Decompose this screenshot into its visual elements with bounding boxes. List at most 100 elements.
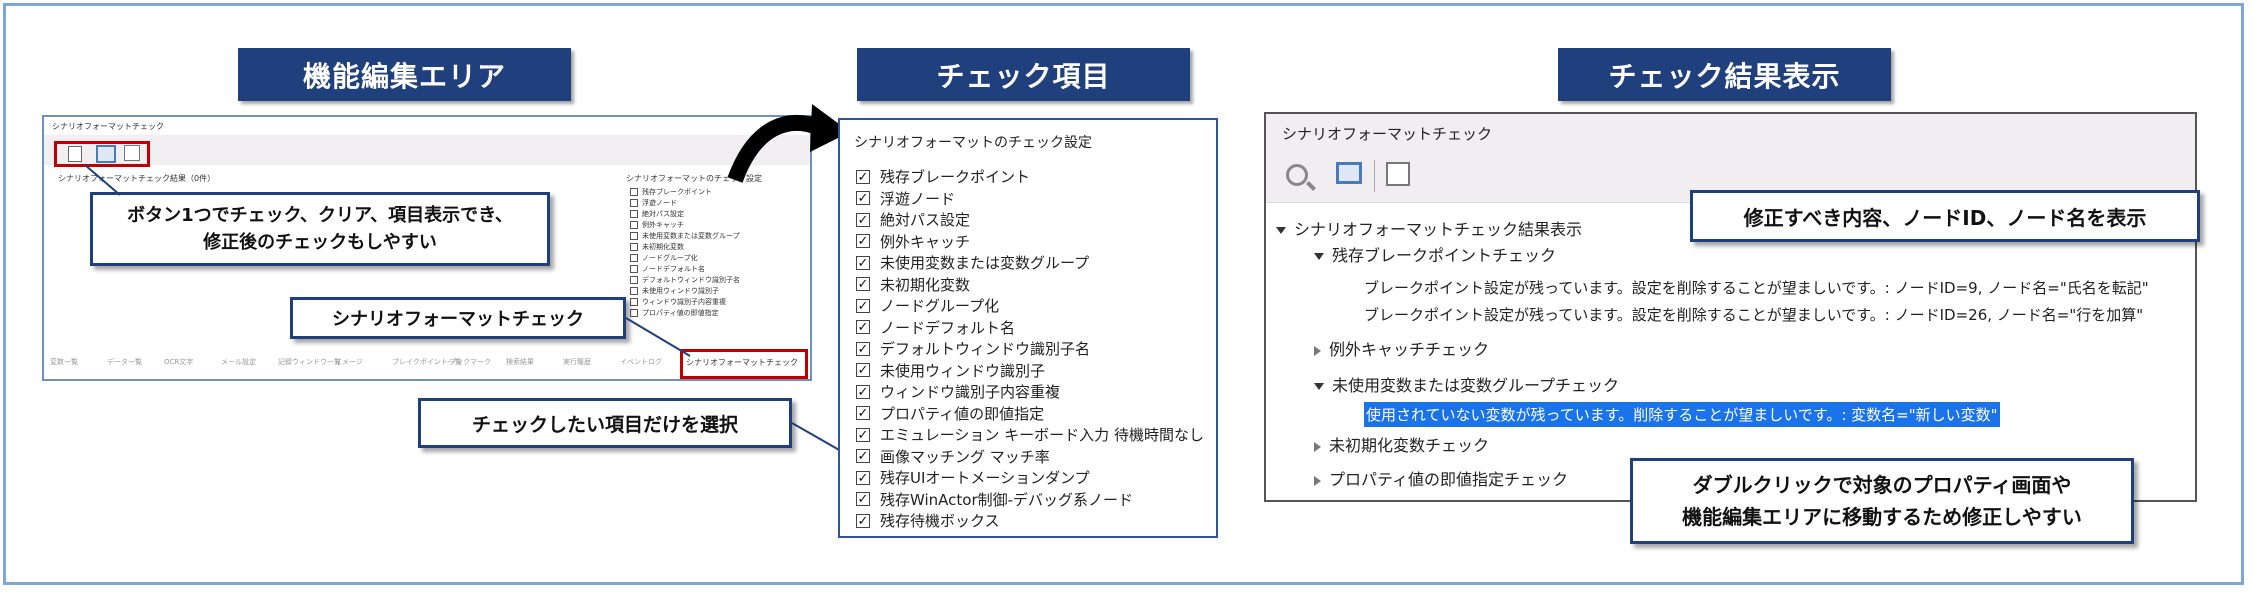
clear-icon[interactable] xyxy=(1336,162,1362,184)
checkbox-checked-icon[interactable]: ✓ xyxy=(856,406,870,421)
left-settings-label: シナリオフォーマットのチェック設定 xyxy=(626,174,762,183)
mini-checkbox-icon[interactable] xyxy=(630,265,638,273)
bottom-tab[interactable]: ブックマーク xyxy=(449,358,491,366)
display-items-icon[interactable] xyxy=(1386,162,1410,186)
tree-root[interactable]: シナリオフォーマットチェック結果表示 xyxy=(1276,216,1582,240)
mini-checkbox-icon[interactable] xyxy=(630,298,638,306)
checkbox-checked-icon[interactable]: ✓ xyxy=(856,212,870,228)
left-panel-title: シナリオフォーマットチェック xyxy=(52,122,164,131)
bottom-tab[interactable]: 実行履歴 xyxy=(563,358,591,366)
mini-check-item[interactable]: ノードデフォルト名 xyxy=(630,264,705,274)
expand-icon[interactable] xyxy=(1314,383,1324,390)
check-item[interactable]: ✓未使用変数または変数グループ xyxy=(856,252,1089,273)
check-item[interactable]: ✓ノードデフォルト名 xyxy=(856,317,1015,338)
check-item[interactable]: ✓残存待機ボックス xyxy=(856,510,1000,531)
bottom-tab[interactable]: 記録ウィンドウ一覧 xyxy=(278,358,341,366)
mini-check-item[interactable]: 未初期化変数 xyxy=(630,242,684,252)
tree-result-line-2[interactable]: ブレークポイント設定が残っています。設定を削除することが望ましいです。: ノード… xyxy=(1364,306,2144,324)
checkbox-checked-icon[interactable]: ✓ xyxy=(856,384,870,400)
bottom-tab[interactable]: 検索結果 xyxy=(506,358,534,366)
bottom-tab[interactable]: イメージ xyxy=(335,358,363,366)
check-item[interactable]: ✓絶対パス設定 xyxy=(856,209,970,230)
checkbox-checked-icon[interactable]: ✓ xyxy=(856,492,870,507)
banner-check-items: チェック項目 xyxy=(857,48,1190,101)
check-icon[interactable] xyxy=(68,146,82,162)
check-item[interactable]: ✓残存ブレークポイント xyxy=(856,166,1030,187)
checkbox-checked-icon[interactable]: ✓ xyxy=(856,363,870,378)
mini-check-item[interactable]: ノードグループ化 xyxy=(630,253,698,263)
bottom-tab[interactable]: イベントログ xyxy=(620,358,662,366)
checkbox-checked-icon[interactable]: ✓ xyxy=(856,255,870,271)
mini-checkbox-icon[interactable] xyxy=(630,210,638,218)
left-result-label: シナリオフォーマットチェック結果（0件） xyxy=(58,174,216,183)
clear-icon[interactable] xyxy=(96,145,116,163)
mini-checkbox-icon[interactable] xyxy=(630,287,638,295)
expand-icon[interactable] xyxy=(1276,227,1286,234)
bottom-tab[interactable]: メール設定 xyxy=(221,358,256,366)
tree-group-label: 例外キャッチチェック xyxy=(1329,340,1490,359)
mini-checkbox-icon[interactable] xyxy=(630,232,638,240)
mini-check-item[interactable]: 未使用ウィンドウ識別子 xyxy=(630,286,719,296)
mini-check-item[interactable]: 例外キャッチ xyxy=(630,220,684,230)
checkbox-checked-icon[interactable]: ✓ xyxy=(856,427,870,443)
bottom-tab[interactable]: 変数一覧 xyxy=(50,358,78,366)
tree-group-breakpoint[interactable]: 残存ブレークポイントチェック xyxy=(1314,242,1556,266)
check-item-label: プロパティ値の即値指定 xyxy=(880,404,1045,423)
display-items-icon[interactable] xyxy=(124,145,140,161)
checkbox-checked-icon[interactable]: ✓ xyxy=(856,234,870,249)
check-item[interactable]: ✓デフォルトウィンドウ識別子名 xyxy=(856,338,1090,359)
collapse-icon[interactable] xyxy=(1314,475,1321,486)
mini-checkbox-icon[interactable] xyxy=(630,188,638,196)
mini-check-item[interactable]: 絶対パス設定 xyxy=(630,209,684,219)
checkbox-checked-icon[interactable]: ✓ xyxy=(856,320,870,335)
result-panel-title: シナリオフォーマットチェック xyxy=(1282,125,1493,143)
check-item[interactable]: ✓ プロパティ値の即値指定 xyxy=(856,403,1044,424)
check-item[interactable]: ✓ウィンドウ識別子内容重複 xyxy=(856,381,1060,402)
tree-group-exception[interactable]: 例外キャッチチェック xyxy=(1314,336,1489,360)
collapse-icon[interactable] xyxy=(1314,441,1321,452)
tree-group-uninitialized[interactable]: 未初期化変数チェック xyxy=(1314,432,1489,456)
mini-check-item[interactable]: デフォルトウィンドウ識別子名 xyxy=(630,275,740,285)
tree-result-line-3-selected[interactable]: 使用されていない変数が残っています。削除することが望ましいです。: 変数名="新… xyxy=(1364,402,2000,427)
collapse-icon[interactable] xyxy=(1314,345,1321,356)
checkbox-checked-icon[interactable]: ✓ xyxy=(856,298,870,314)
check-item[interactable]: ✓ノードグループ化 xyxy=(856,295,999,316)
checkbox-checked-icon[interactable]: ✓ xyxy=(856,341,870,357)
mini-check-item[interactable]: プロパティ値の即値指定 xyxy=(630,308,719,318)
check-item[interactable]: ✓残存UIオートメーションダンプ xyxy=(856,467,1090,488)
tree-group-unused-variable[interactable]: 未使用変数または変数グループチェック xyxy=(1314,372,1619,396)
checkbox-checked-icon[interactable]: ✓ xyxy=(856,470,870,486)
check-item[interactable]: ✓エミュレーション キーボード入力 待機時間なし xyxy=(856,424,1204,445)
check-item[interactable]: ✓例外キャッチ xyxy=(856,231,970,252)
tree-result-line-1[interactable]: ブレークポイント設定が残っています。設定を削除することが望ましいです。: ノード… xyxy=(1364,279,2149,297)
check-item[interactable]: ✓画像マッチング マッチ率 xyxy=(856,446,1050,467)
scenario-tab-red-highlight xyxy=(680,349,808,379)
mini-check-item[interactable]: 浮遊ノード xyxy=(630,198,677,208)
search-icon[interactable] xyxy=(1286,164,1308,186)
checkbox-checked-icon[interactable]: ✓ xyxy=(856,169,870,185)
check-item[interactable]: ✓未初期化変数 xyxy=(856,274,970,295)
mini-checkbox-icon[interactable] xyxy=(630,254,638,262)
mini-checkbox-icon[interactable] xyxy=(630,276,638,284)
mini-check-item[interactable]: 残存ブレークポイント xyxy=(630,187,712,197)
expand-icon[interactable] xyxy=(1314,253,1324,260)
checkbox-checked-icon[interactable]: ✓ xyxy=(856,191,870,206)
mini-check-item-label: 絶対パス設定 xyxy=(642,210,684,218)
mini-checkbox-icon[interactable] xyxy=(630,309,638,317)
bottom-tab[interactable]: ブレイクポイント一覧 xyxy=(392,358,462,366)
mini-check-item[interactable]: ウィンドウ識別子内容重複 xyxy=(630,297,726,307)
mini-checkbox-icon[interactable] xyxy=(630,199,638,207)
checkbox-checked-icon[interactable]: ✓ xyxy=(856,513,870,529)
tab-scenario-format-check[interactable]: シナリオフォーマットチェック xyxy=(686,358,798,367)
tree-group-property-immediate[interactable]: プロパティ値の即値指定チェック xyxy=(1314,466,1568,490)
check-item[interactable]: ✓浮遊ノード xyxy=(856,188,955,209)
mini-check-item[interactable]: 未使用変数または変数グループ xyxy=(630,231,740,241)
mini-checkbox-icon[interactable] xyxy=(630,221,638,229)
bottom-tab[interactable]: OCR文字 xyxy=(164,358,194,366)
mini-checkbox-icon[interactable] xyxy=(630,243,638,251)
bottom-tab[interactable]: データ一覧 xyxy=(107,358,142,366)
checkbox-checked-icon[interactable]: ✓ xyxy=(856,449,870,464)
checkbox-checked-icon[interactable]: ✓ xyxy=(856,277,870,292)
check-item[interactable]: ✓残存WinActor制御-デバッグ系ノード xyxy=(856,489,1133,510)
check-item[interactable]: ✓未使用ウィンドウ識別子 xyxy=(856,360,1045,381)
